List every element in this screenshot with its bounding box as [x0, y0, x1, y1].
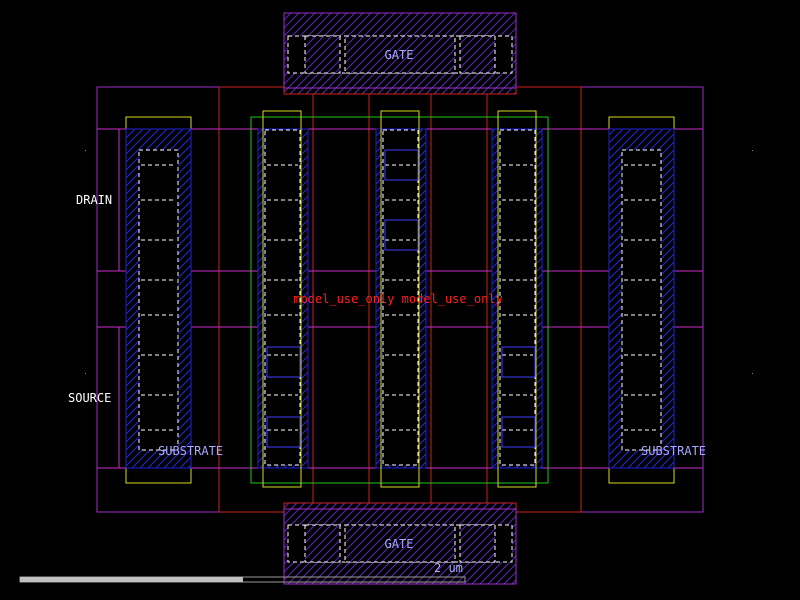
gate-label-bottom: GATE: [385, 537, 414, 551]
scale-bar: 2 um: [19, 561, 466, 583]
scale-bar-label: 2 um: [434, 561, 463, 575]
via-box: [266, 416, 301, 448]
via-box: [501, 346, 536, 378]
via-box: [266, 346, 301, 378]
grid-dots: [85, 150, 753, 374]
contact-array: [141, 149, 659, 448]
watermark-text: model_use_only model_use_only: [293, 292, 503, 306]
source-label: SOURCE: [68, 391, 111, 405]
diffusion-region: [250, 116, 549, 484]
via-box: [384, 149, 419, 181]
scale-bar-fill: [20, 577, 243, 582]
substrate-left: [125, 116, 192, 484]
drain-label: DRAIN: [76, 193, 112, 207]
via-box: [501, 416, 536, 448]
gate-pad-top[interactable]: [283, 12, 517, 95]
substrate-label-left: SUBSTRATE: [158, 444, 223, 458]
substrate-right: [608, 116, 675, 484]
gate-pad-bottom[interactable]: [283, 502, 517, 585]
metal-column-3: [491, 110, 543, 488]
substrate-label-right: SUBSTRATE: [641, 444, 706, 458]
metal-column-1: [257, 110, 309, 488]
via-box: [384, 219, 419, 251]
metal-column-2: [375, 110, 427, 488]
gate-label-top: GATE: [385, 48, 414, 62]
